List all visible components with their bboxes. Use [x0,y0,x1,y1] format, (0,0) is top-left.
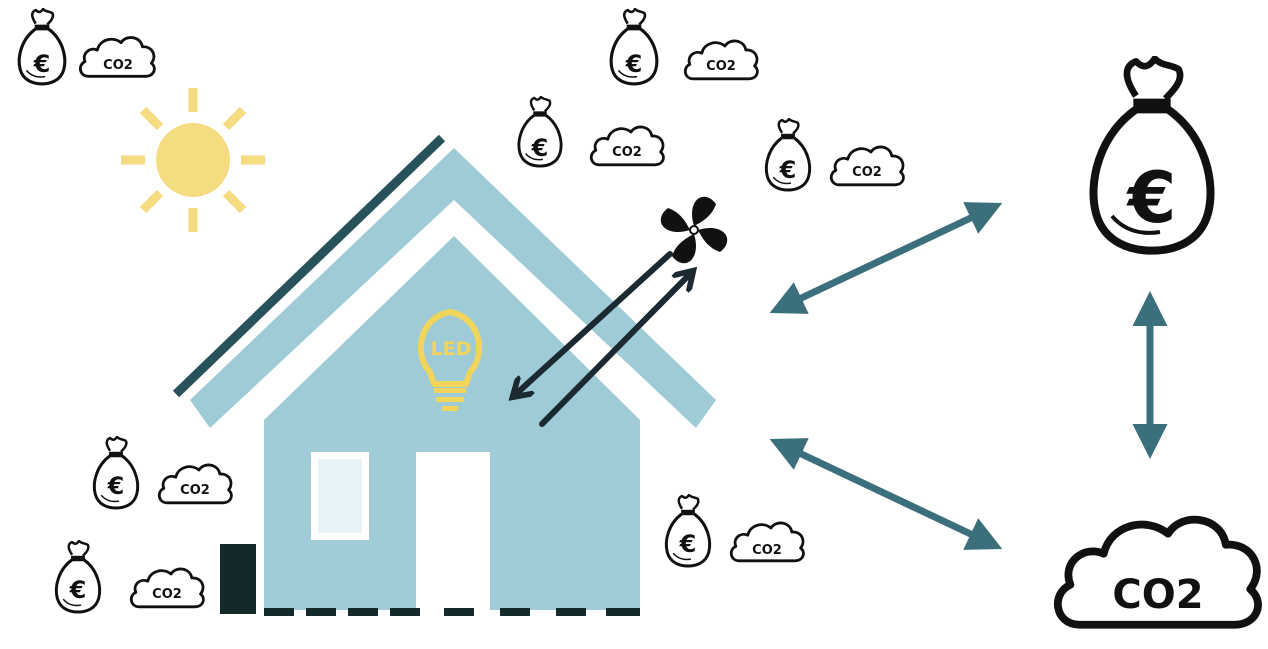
arrow-house-co2 [769,438,1003,550]
euro-label-large: € [1126,157,1177,239]
led-label: LED [431,338,472,360]
small-pair-top-left: € CO2 [17,8,156,86]
svg-text:€: € [33,50,51,78]
co2-cloud-icon: CO2 [1058,520,1258,625]
svg-text:CO2: CO2 [706,59,736,74]
fan-icon [660,196,728,264]
small-pair-top-center: € CO2 [609,8,759,86]
sun-icon [121,88,265,232]
arrow-to-house [516,251,673,394]
svg-text:CO2: CO2 [752,543,782,558]
small-pair-right-roof: € CO2 [764,118,905,192]
foundation-dashes [264,608,640,616]
outdoor-unit [220,544,256,614]
house [190,148,716,616]
svg-text:CO2: CO2 [180,483,210,498]
co2-label-large: CO2 [1112,572,1203,618]
small-pair-left-middle: € CO2 [92,436,233,510]
svg-text:CO2: CO2 [852,165,882,180]
ventilation-arrows [516,251,690,427]
svg-text:CO2: CO2 [103,58,133,73]
svg-text:€: € [679,530,697,558]
teal-arrows [769,202,1168,550]
svg-text:€: € [107,472,125,500]
svg-text:CO2: CO2 [612,145,642,160]
small-pair-roof: € CO2 [517,96,665,168]
money-bag-icon: € [1094,59,1211,251]
svg-text:€: € [625,50,643,78]
svg-text:€: € [779,156,797,184]
led-bulb-icon: LED [417,309,483,411]
house-door [416,452,490,614]
solar-panel [172,134,446,398]
small-pair-left-bottom: € CO2 [54,540,205,614]
small-pair-right-bottom: € CO2 [664,494,805,568]
svg-text:CO2: CO2 [152,587,182,602]
svg-text:€: € [531,134,549,162]
arrow-to-fan [539,274,690,427]
arrow-house-money [769,202,1003,314]
svg-text:€: € [69,576,87,604]
